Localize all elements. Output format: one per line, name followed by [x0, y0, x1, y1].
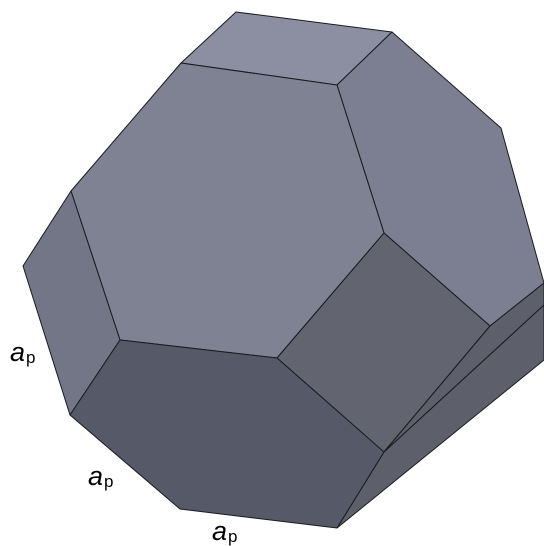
edge-label-symbol: a	[212, 516, 228, 546]
edge-label-subscript: p	[228, 527, 238, 546]
edge-label-symbol: a	[10, 337, 26, 367]
edge-label-bottom-left: ap	[88, 461, 114, 491]
edge-label-left: ap	[10, 337, 36, 367]
right-side-face	[383, 282, 544, 453]
bottom-hexagon-face	[69, 339, 385, 529]
edge-label-symbol: a	[88, 461, 104, 491]
edge-label-subscript: p	[26, 348, 36, 367]
edge-label-subscript: p	[104, 472, 114, 491]
edge-label-bottom: ap	[212, 516, 238, 546]
